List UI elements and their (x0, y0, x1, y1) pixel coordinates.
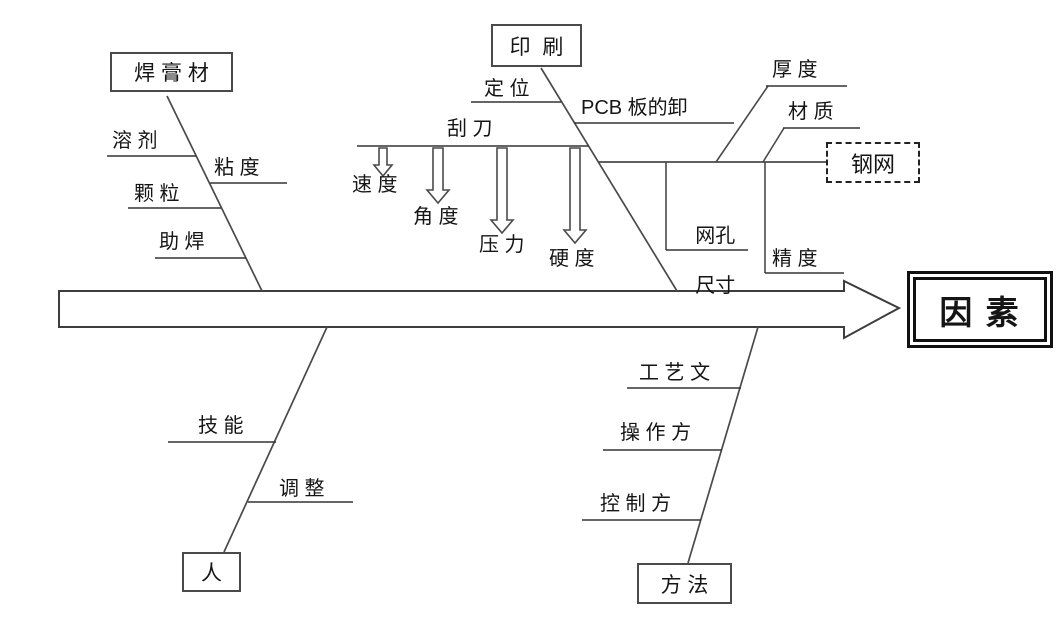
effect-box: 因 素 (907, 271, 1053, 348)
branch-line-method (687, 326, 759, 564)
cause-label-operation-method: 操 作 方 (620, 422, 692, 444)
category-box-person: 人 (182, 552, 241, 592)
branch-line-solder-paste (166, 95, 263, 292)
cause-label-viscosity: 粘 度 (214, 157, 260, 179)
cause-label-flux: 助 焊 (159, 231, 205, 253)
cause-label-squeegee: 刮 刀 (447, 118, 493, 140)
cause-label-pcb-unload: PCB 板的卸 (581, 97, 688, 119)
cause-label-pressure: 压 力 (479, 234, 525, 256)
thickness-diagonal (715, 85, 769, 163)
effect-label: 因 素 (913, 277, 1047, 342)
cause-label-material: 材 质 (788, 101, 834, 123)
cause-label-positioning: 定 位 (484, 78, 530, 100)
down-arrow-speed (372, 147, 394, 178)
down-arrow-angle (425, 147, 451, 205)
down-arrow-hardness (562, 147, 588, 245)
category-box-stencil: 钢网 (826, 142, 920, 183)
material-diagonal (762, 127, 785, 163)
category-box-method: 方 法 (637, 563, 732, 604)
cause-label-mesh-size: 网孔 尺寸 (673, 199, 735, 324)
spine-arrow (58, 279, 902, 340)
mesh-size-line1: 网孔 (695, 225, 736, 247)
cause-label-precision: 精 度 (772, 248, 818, 270)
category-box-solder-paste: 焊 膏 材 (110, 52, 233, 92)
cause-label-speed: 速 度 (352, 174, 398, 196)
cause-label-solvent: 溶 剂 (112, 130, 158, 152)
down-arrow-pressure (489, 147, 515, 235)
cause-label-angle: 角 度 (413, 206, 459, 228)
cause-label-skill: 技 能 (198, 415, 244, 437)
cause-label-adjustment: 调 整 (279, 478, 325, 500)
mesh-size-line2: 尺寸 (695, 275, 736, 297)
cause-label-hardness: 硬 度 (549, 248, 595, 270)
cause-label-particle: 颗 粒 (134, 183, 180, 205)
cause-label-process-doc: 工 艺 文 (639, 362, 711, 384)
cause-label-thickness: 厚 度 (772, 59, 818, 81)
cause-label-control-method: 控 制 方 (600, 493, 672, 515)
branch-line-printing (540, 67, 678, 292)
branch-line-person (223, 326, 328, 553)
category-box-printing: 印 刷 (491, 24, 582, 67)
